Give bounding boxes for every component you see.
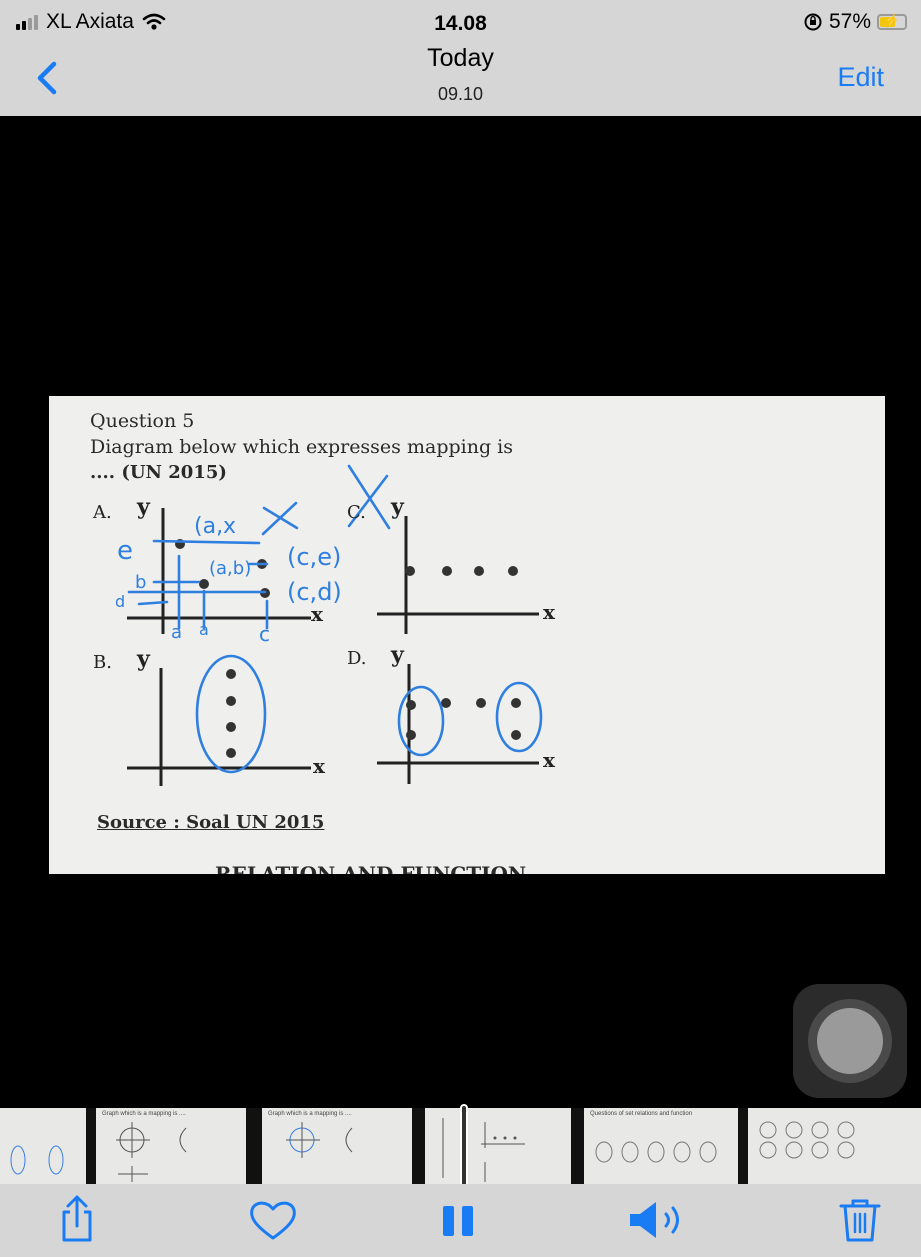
graph-b-x-label: x	[313, 754, 325, 778]
carrier-info: XL Axiata	[16, 10, 166, 34]
option-b-label: B.	[93, 652, 112, 673]
graph-b-y-label: y	[137, 646, 150, 672]
nav-title: Today	[427, 44, 494, 72]
filmstrip-thumb-5[interactable]: Questions of set relations and function	[584, 1108, 738, 1184]
filmstrip-thumb-3[interactable]: Graph which is a mapping is ....	[262, 1108, 412, 1184]
top-bar: XL Axiata 14.08 57% ⚡ Today 09.10 Edit	[0, 0, 921, 116]
filmstrip-thumb-2[interactable]: Graph which is a mapping is ....	[96, 1108, 246, 1184]
graphs-figure	[127, 464, 543, 786]
signal-icon	[16, 14, 38, 30]
graph-d-y-label: y	[391, 642, 404, 668]
hw-letter-b: b	[135, 572, 147, 593]
graph-a-y-label: y	[137, 494, 150, 520]
thumb-5-text: Questions of set relations and function	[590, 1111, 693, 1117]
hw-point-1: (a,x	[194, 514, 237, 539]
graph-d-x-label: x	[543, 748, 555, 772]
pause-icon[interactable]	[431, 1194, 485, 1246]
hw-letter-a1: a	[171, 622, 183, 643]
edit-button[interactable]: Edit	[837, 62, 884, 92]
hw-letter-a2: a	[199, 620, 209, 639]
filmstrip-thumb-6[interactable]	[748, 1108, 921, 1184]
hw-point-2: (a,b)	[209, 558, 252, 579]
question-text: Diagram below which expresses mapping is	[90, 436, 513, 458]
battery-icon: ⚡	[877, 13, 907, 30]
status-right: 57% ⚡	[803, 10, 907, 34]
filmstrip-thumb-1[interactable]	[0, 1108, 86, 1184]
carrier-name: XL Axiata	[46, 10, 134, 33]
option-d-label: D.	[347, 648, 367, 669]
source-line: Source : Soal UN 2015	[97, 812, 325, 833]
hw-letter-c: c	[259, 622, 270, 646]
thumb-3-text: Graph which is a mapping is ....	[268, 1111, 352, 1117]
graph-a-x-label: x	[311, 602, 323, 626]
wifi-icon	[142, 13, 166, 30]
status-time: 14.08	[434, 12, 487, 35]
heart-icon[interactable]	[246, 1194, 300, 1246]
option-a-label: A.	[93, 502, 112, 523]
rotation-lock-icon	[804, 13, 822, 31]
share-icon[interactable]	[50, 1194, 104, 1246]
thumb-2-text: Graph which is a mapping is ....	[102, 1111, 186, 1117]
back-chevron-icon[interactable]	[28, 58, 68, 98]
photo-view[interactable]: Question 5 Diagram below which expresses…	[49, 396, 885, 874]
trash-icon[interactable]	[833, 1194, 887, 1246]
speaker-icon[interactable]	[626, 1194, 690, 1246]
bottom-toolbar	[0, 1184, 921, 1257]
question-title: Question 5	[90, 410, 195, 432]
filmstrip-scrubber[interactable]	[460, 1104, 468, 1188]
nav-subtitle: 09.10	[437, 84, 484, 104]
graph-c-x-label: x	[543, 600, 555, 624]
assistive-touch-button[interactable]	[793, 984, 907, 1098]
hw-point-3: (c,e)	[287, 543, 342, 571]
hw-letter-d: d	[115, 592, 126, 611]
hw-point-4: (c,d)	[287, 578, 342, 606]
filmstrip-thumb-4[interactable]	[425, 1108, 571, 1184]
cut-heading: RELATION AND FUNCTION	[215, 862, 527, 874]
battery-percent: 57%	[828, 10, 871, 33]
option-c-label: C.	[347, 502, 366, 523]
graph-c-y-label: y	[391, 494, 404, 520]
question-source-line: .... (UN 2015)	[90, 462, 227, 483]
hw-letter-e: e	[117, 536, 133, 566]
